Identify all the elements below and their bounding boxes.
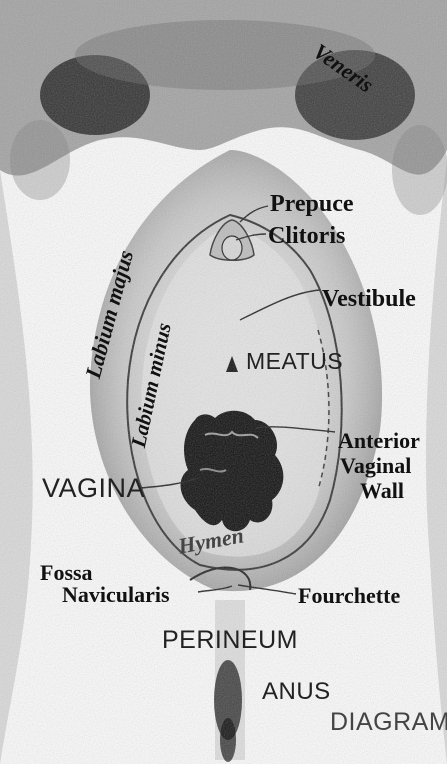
- label-navicularis: Navicularis: [62, 584, 170, 606]
- label-fourchette: Fourchette: [298, 585, 400, 607]
- label-diagram: DIAGRAM: [330, 710, 447, 735]
- label-vagina: VAGINA: [42, 475, 145, 502]
- label-vaginal: Vaginal: [340, 455, 411, 477]
- label-vestibule: Vestibule: [322, 287, 416, 311]
- label-anterior: Anterior: [338, 430, 420, 452]
- label-clitoris: Clitoris: [268, 224, 345, 248]
- label-meatus: MEATUS: [246, 350, 343, 373]
- label-perineum: PERINEUM: [162, 628, 298, 653]
- label-fossa: Fossa: [40, 562, 93, 584]
- label-prepuce: Prepuce: [270, 192, 354, 216]
- label-wall: Wall: [360, 480, 404, 502]
- label-anus: ANUS: [262, 680, 331, 704]
